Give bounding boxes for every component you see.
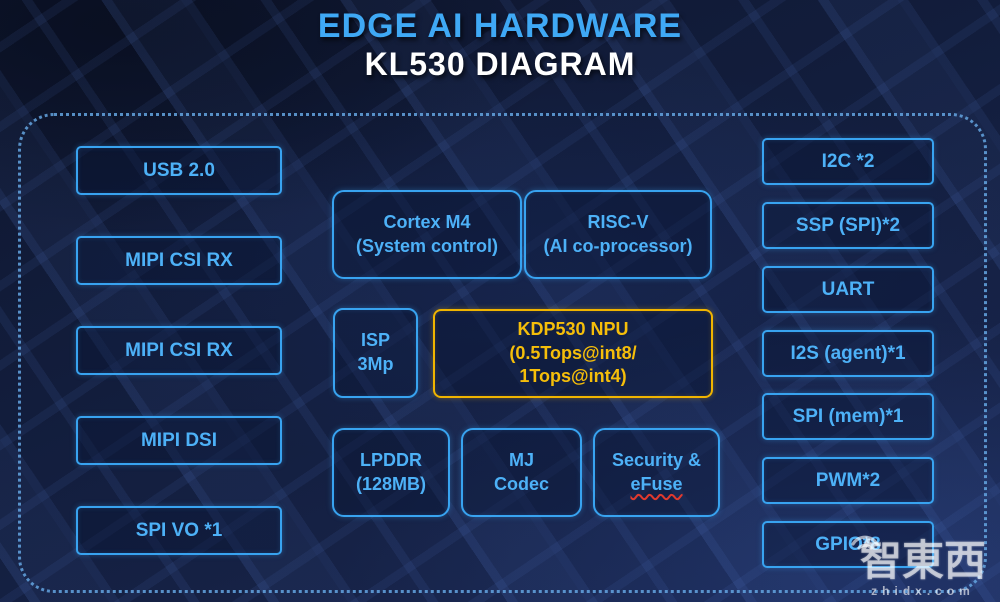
block-label: UART bbox=[821, 278, 875, 300]
block-uart: UART bbox=[762, 266, 934, 313]
block-kdp530-npu: KDP530 NPU (0.5Tops@int8/ 1Tops@int4) bbox=[433, 309, 713, 398]
block-label-line1: KDP530 NPU bbox=[517, 318, 629, 339]
block-label: SPI VO *1 bbox=[135, 519, 223, 541]
block-mipi-csi-rx-2: MIPI CSI RX bbox=[76, 326, 282, 375]
block-security-efuse: Security & eFuse bbox=[593, 428, 720, 517]
block-label: MIPI CSI RX bbox=[125, 339, 233, 361]
wifi-icon bbox=[851, 535, 879, 550]
block-risc-v: RISC-V (AI co-processor) bbox=[524, 190, 712, 279]
block-label-line2: (AI co-processor) bbox=[543, 235, 693, 256]
block-ssp-spi: SSP (SPI)*2 bbox=[762, 202, 934, 249]
block-spi-mem: SPI (mem)*1 bbox=[762, 393, 934, 440]
block-label-line1: Cortex M4 bbox=[383, 211, 471, 232]
block-pwm: PWM*2 bbox=[762, 457, 934, 504]
block-label-line1: Security & bbox=[611, 449, 702, 470]
block-label: MIPI DSI bbox=[140, 429, 217, 451]
block-label: SSP (SPI)*2 bbox=[795, 214, 901, 236]
block-mj-codec: MJ Codec bbox=[461, 428, 582, 517]
block-i2c: I2C *2 bbox=[762, 138, 934, 185]
block-label-line2: 3Mp bbox=[357, 354, 394, 374]
block-lpddr: LPDDR (128MB) bbox=[332, 428, 450, 517]
title-line-1: EDGE AI HARDWARE bbox=[317, 7, 683, 45]
block-usb: USB 2.0 bbox=[76, 146, 282, 195]
block-label-line2: Codec bbox=[493, 473, 549, 494]
block-label: SPI (mem)*1 bbox=[792, 405, 904, 427]
block-label-line1: MJ bbox=[508, 449, 534, 470]
block-cortex-m4: Cortex M4 (System control) bbox=[332, 190, 522, 279]
block-label: MIPI CSI RX bbox=[125, 249, 233, 271]
block-label-line1: ISP bbox=[360, 330, 390, 351]
block-label-line2: (128MB) bbox=[355, 473, 426, 494]
block-gpio: GPIO*8 bbox=[762, 521, 934, 568]
block-i2s: I2S (agent)*1 bbox=[762, 330, 934, 377]
block-label-line1: LPDDR bbox=[360, 449, 422, 470]
block-label: I2S (agent)*1 bbox=[790, 342, 906, 364]
page-title: EDGE AI HARDWARE KL530 DIAGRAM bbox=[0, 6, 1000, 84]
block-label: PWM*2 bbox=[815, 469, 881, 491]
chip-boundary-outline bbox=[18, 113, 987, 593]
block-mipi-dsi: MIPI DSI bbox=[76, 416, 282, 465]
block-label-line1: RISC-V bbox=[587, 211, 649, 232]
block-label-line3: 1Tops@int4) bbox=[519, 366, 627, 387]
title-line-2: KL530 DIAGRAM bbox=[364, 46, 636, 83]
block-isp: ISP 3Mp bbox=[333, 308, 418, 398]
block-label-line2: eFuse bbox=[630, 473, 683, 494]
block-mipi-csi-rx-1: MIPI CSI RX bbox=[76, 236, 282, 285]
block-label-line2: (System control) bbox=[355, 235, 499, 256]
block-label: USB 2.0 bbox=[143, 159, 215, 181]
block-label: I2C *2 bbox=[821, 150, 875, 172]
block-label-line2: (0.5Tops@int8/ bbox=[509, 342, 637, 363]
block-spi-vo: SPI VO *1 bbox=[76, 506, 282, 555]
